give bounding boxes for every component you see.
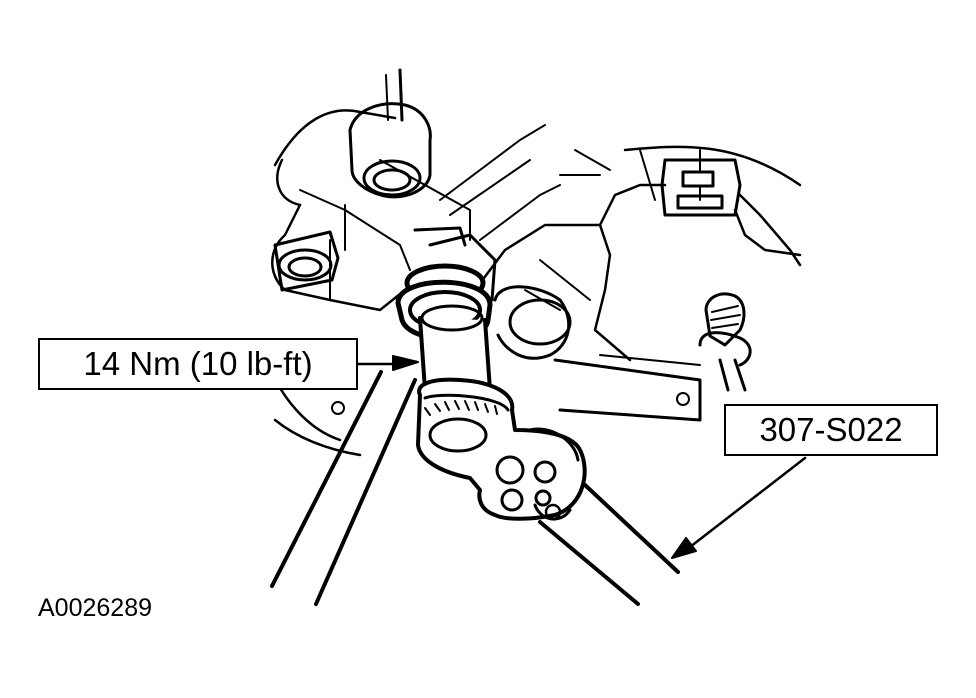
special-tool-label: 307-S022 [724,404,938,456]
mounting-bracket [331,226,702,422]
torque-spec-label: 14 Nm (10 lb-ft) [38,338,358,390]
tool-handle [270,370,680,606]
case-boss-right [660,158,742,217]
threaded-stud [698,292,752,392]
special-tool-socket [416,377,587,521]
tool-leader [671,456,807,559]
case-boss-left [273,230,340,292]
transmission-case [263,109,802,457]
case-boss-upper [348,68,432,199]
figure-number: A0026289 [38,594,153,622]
torque-leader [356,355,419,371]
bolt [395,263,493,400]
